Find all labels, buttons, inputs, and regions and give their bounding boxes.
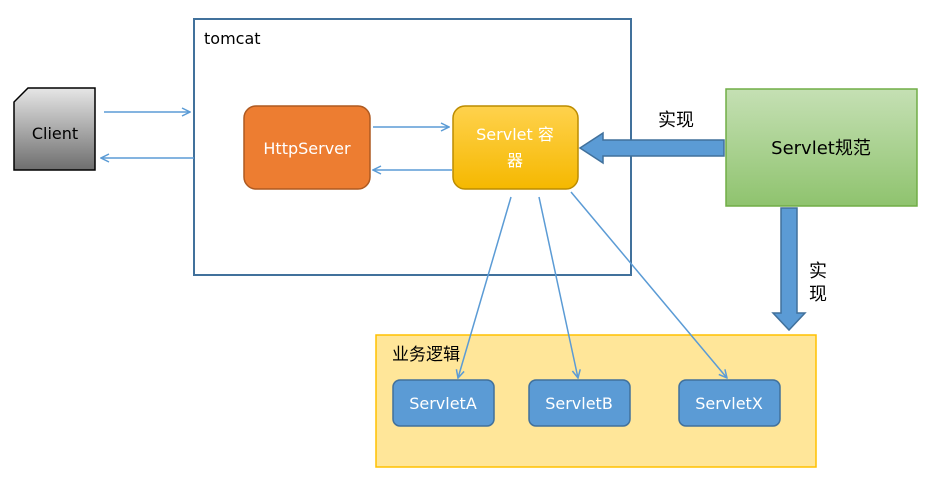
implements-label-down-line1: 实 <box>809 261 827 282</box>
container-to-servlet-x-arrow <box>570 191 727 378</box>
servlet-x-node <box>678 379 781 427</box>
implements-label-left: 实现 <box>658 110 694 131</box>
servlet-container-label-line2: 器 <box>507 151 523 170</box>
implements-arrow-left <box>578 131 725 165</box>
container-to-servlet-a-arrow <box>458 196 512 378</box>
container-to-servlet-b-arrow <box>538 196 578 378</box>
servlet-spec-label: Servlet规范 <box>771 138 871 159</box>
tomcat-label: tomcat <box>204 29 261 48</box>
servlet-b-label: ServletB <box>545 394 613 413</box>
servlet-x-label: ServletX <box>695 394 763 413</box>
servlet-a-node <box>392 379 495 427</box>
client-label: Client <box>32 124 78 143</box>
business-logic-label: 业务逻辑 <box>392 345 460 365</box>
http-server-node <box>243 105 371 190</box>
servlet-a-label: ServletA <box>409 394 477 413</box>
servlet-b-node <box>528 379 631 427</box>
implements-arrow-down <box>771 207 807 332</box>
http-server-label: HttpServer <box>263 139 351 158</box>
servlet-container-node <box>452 105 579 190</box>
implements-label-down-line2: 现 <box>809 284 827 305</box>
servlet-spec-node <box>725 88 918 207</box>
servlet-container-label-line1: Servlet 容 <box>476 125 554 144</box>
client-node <box>13 87 96 171</box>
